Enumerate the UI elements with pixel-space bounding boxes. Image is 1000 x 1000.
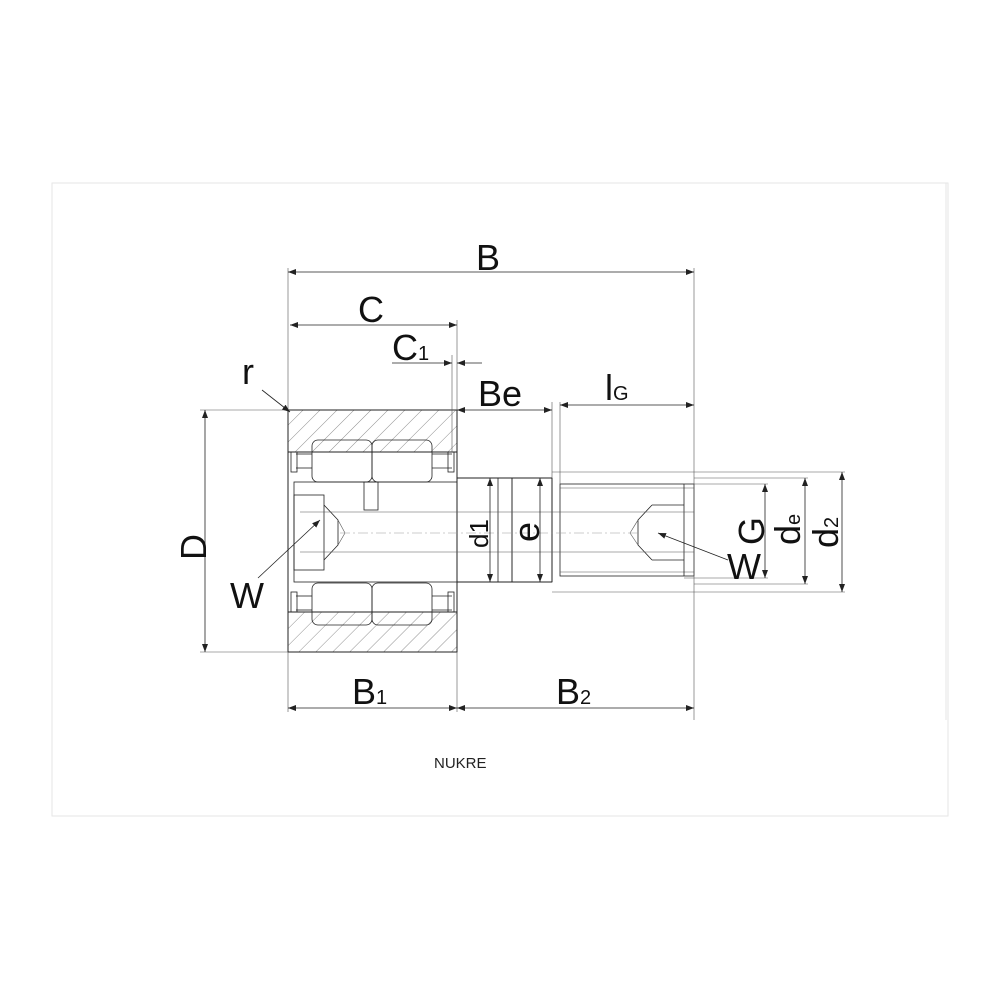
label-B2: B2 [556, 671, 591, 712]
label-W-left: W [230, 575, 264, 616]
rollers-bottom [290, 582, 455, 626]
dimension-lines [202, 269, 845, 711]
label-lG: lG [605, 367, 629, 408]
label-W-right: W [727, 546, 761, 587]
label-B: B [476, 237, 500, 278]
label-d2: d2 [805, 517, 846, 548]
label-r: r [242, 351, 254, 392]
label-d1: d1 [464, 519, 494, 548]
stud-head [293, 481, 458, 583]
outer-ring [287, 409, 458, 653]
label-D: D [173, 534, 214, 560]
label-C: C [358, 289, 384, 330]
extension-lines [200, 183, 947, 720]
label-C1: C1 [392, 327, 429, 368]
label-Be: Be [478, 373, 522, 414]
label-B1: B1 [352, 671, 387, 712]
label-e: e [506, 522, 547, 542]
stud-shaft [457, 477, 553, 583]
drawing-border [51, 182, 949, 817]
label-G: G [731, 517, 772, 545]
thread-section [559, 483, 695, 577]
model-caption: NUKRE [434, 755, 487, 772]
label-de: de [767, 514, 808, 545]
